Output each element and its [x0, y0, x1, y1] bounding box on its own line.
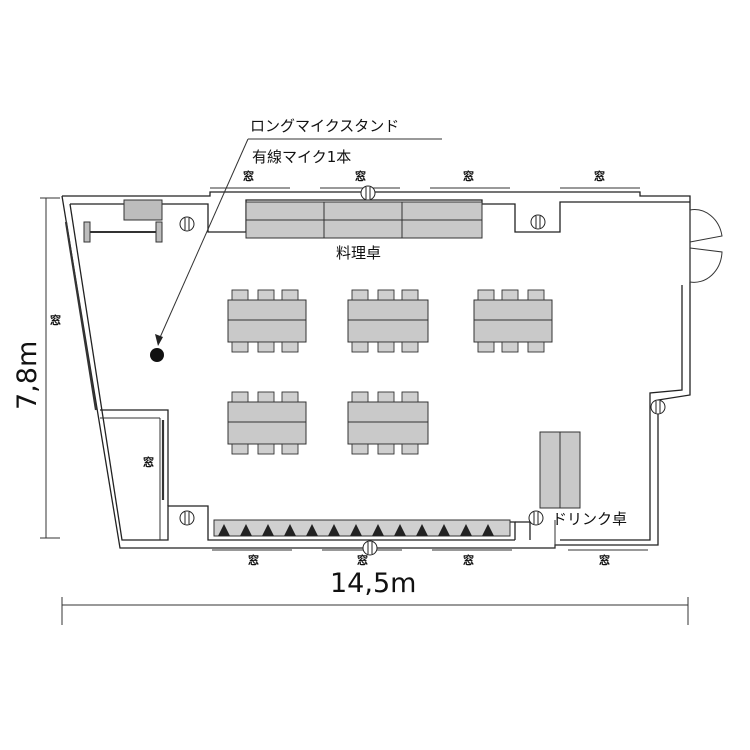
outlet-icon [650, 399, 666, 415]
window-label: 窓 [463, 553, 474, 567]
drink-table [539, 431, 581, 509]
bottom-bench [213, 519, 511, 537]
window-label: 窓 [463, 169, 474, 183]
window-label: 窓 [355, 169, 366, 183]
window-label: 窓 [248, 553, 259, 567]
cooking-table-label: 料理卓 [336, 244, 381, 262]
outlet-icon [179, 216, 195, 232]
entrance-door [689, 209, 723, 283]
window-label: 窓 [243, 169, 254, 183]
outlet-icon [528, 510, 544, 526]
dining-table-4 [227, 391, 307, 455]
width-dimension-label: 14,5m [330, 568, 416, 599]
mic-stand-label: ロングマイクスタンド [250, 117, 399, 135]
window-label: 窓 [594, 169, 605, 183]
drink-table-label: ドリンク卓 [552, 510, 627, 528]
wired-mic-label: 有線マイク1本 [252, 148, 351, 166]
dining-table-5 [347, 391, 429, 455]
room-walls [61, 191, 691, 549]
width-dimension: 14,5m [61, 568, 689, 625]
window-label: 窓 [599, 553, 610, 567]
outlet-icon [360, 185, 376, 201]
dining-table-2 [347, 289, 429, 353]
top-left-equipment [83, 199, 163, 243]
cooking-tables [245, 201, 483, 239]
outlet-icon [179, 510, 195, 526]
mic-callout [150, 138, 442, 362]
window-label: 窓 [143, 455, 154, 469]
dining-table-1 [227, 289, 307, 353]
outlet-icon [530, 214, 546, 230]
outlet-symbols [179, 185, 666, 556]
microphone-stand-icon [150, 348, 164, 362]
height-dimension: 7,8m [12, 197, 60, 539]
outlet-icon [362, 540, 378, 556]
height-dimension-label: 7,8m [12, 341, 43, 410]
dining-tables [227, 289, 553, 455]
dining-table-3 [473, 289, 553, 353]
window-strips [64, 187, 648, 551]
window-label: 窓 [357, 553, 368, 567]
window-label: 窓 [50, 313, 61, 327]
